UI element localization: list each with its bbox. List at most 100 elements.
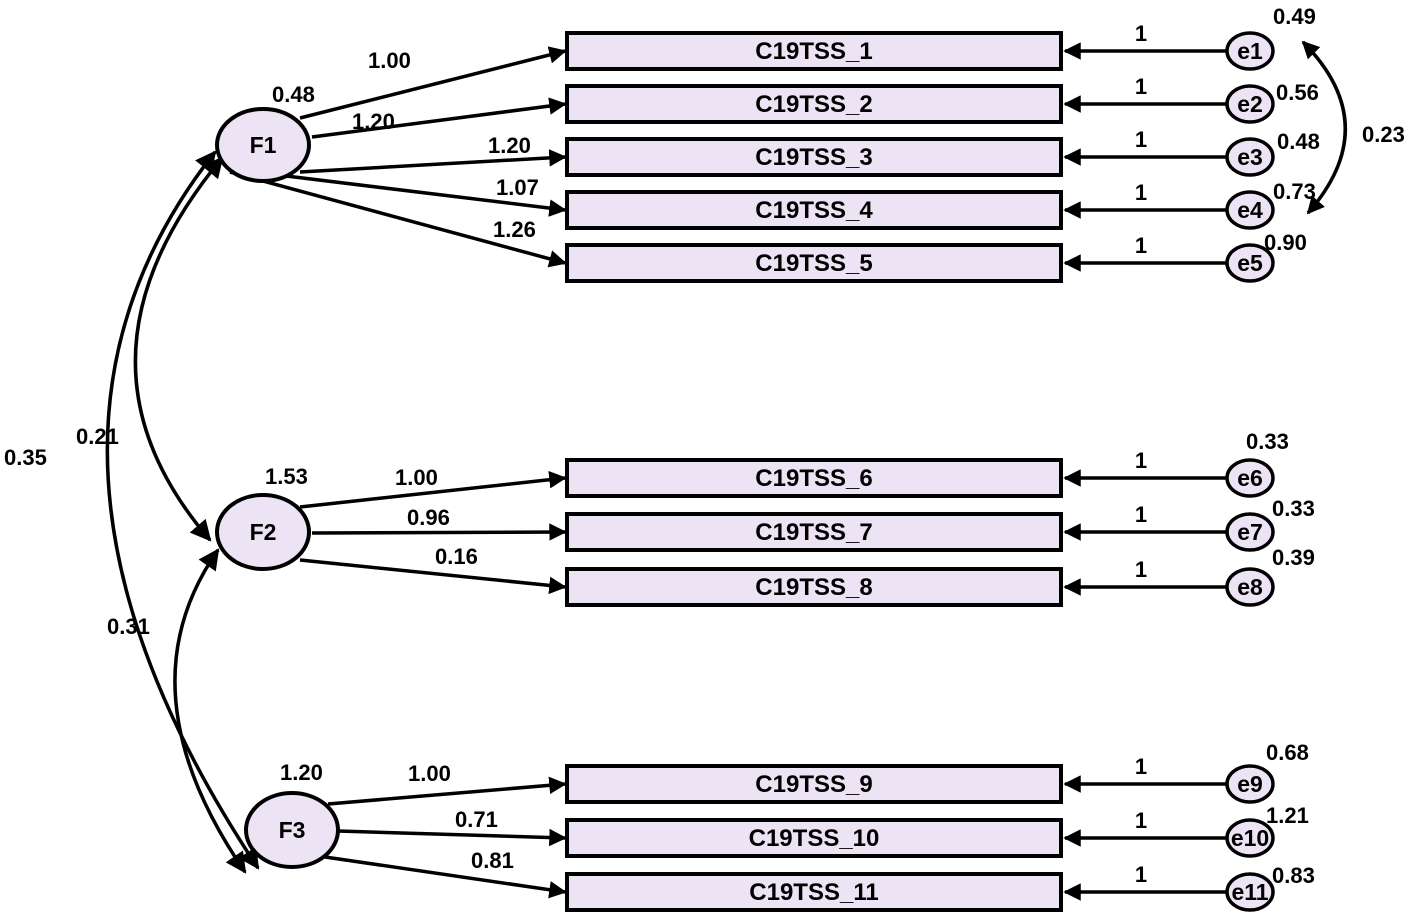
indicator-node: C19TSS_4 bbox=[565, 190, 1063, 230]
loading-label: 0.71 bbox=[455, 807, 498, 832]
indicator-node: C19TSS_10 bbox=[565, 818, 1063, 858]
error-label: e5 bbox=[1237, 250, 1263, 276]
loading-label: 1.20 bbox=[352, 109, 395, 134]
loading-path bbox=[299, 149, 567, 174]
error-variance-label: 0.49 bbox=[1273, 4, 1316, 29]
covariance-curve-f2-f3 bbox=[173, 548, 247, 874]
indicator-box bbox=[565, 567, 1063, 607]
indicator-node: C19TSS_2 bbox=[565, 84, 1063, 124]
indicator-node: C19TSS_9 bbox=[565, 764, 1063, 804]
error-path-label: 1 bbox=[1135, 502, 1147, 527]
indicator-box bbox=[565, 764, 1063, 804]
loading-label: 1.20 bbox=[488, 133, 531, 158]
paths-layer: 1.00 1 1.20 1 1.20 1 1.07 1 1.26 1 1.00 1 0.96 1 0.16 1… bbox=[229, 21, 1226, 901]
factor-node-f1: F1 0.48 bbox=[215, 82, 315, 183]
error-path-label: 1 bbox=[1135, 754, 1147, 779]
error-node: e10.49 bbox=[1225, 4, 1316, 71]
loading-label: 1.00 bbox=[368, 48, 411, 73]
indicator-box bbox=[565, 512, 1063, 552]
covariance-label-f1-f2: 0.21 bbox=[76, 424, 119, 449]
loading-path bbox=[299, 46, 567, 120]
indicator-node: C19TSS_1 bbox=[565, 31, 1063, 71]
covariance-curve-e1-e4 bbox=[1301, 40, 1347, 215]
loading-label: 0.96 bbox=[407, 505, 450, 530]
indicator-label: C19TSS_2 bbox=[755, 91, 872, 118]
error-label: e7 bbox=[1237, 519, 1263, 545]
error-label: e9 bbox=[1237, 771, 1263, 797]
error-ellipse bbox=[1225, 818, 1275, 858]
error-ellipse bbox=[1225, 137, 1275, 177]
error-path-label: 1 bbox=[1135, 74, 1147, 99]
factor-ellipse bbox=[244, 791, 340, 869]
loading-label: 0.81 bbox=[471, 848, 514, 873]
error-node: e90.68 bbox=[1225, 740, 1309, 804]
loading-label: 1.26 bbox=[493, 217, 536, 242]
loading-path bbox=[277, 173, 567, 217]
loading-path bbox=[299, 471, 567, 509]
factor-variance-label: 0.48 bbox=[272, 82, 315, 107]
indicator-label: C19TSS_3 bbox=[755, 144, 872, 171]
indicator-node: C19TSS_5 bbox=[565, 243, 1063, 283]
error-node: e50.90 bbox=[1225, 230, 1307, 283]
error-label: e11 bbox=[1231, 879, 1268, 905]
error-covariances: 0.23 bbox=[1301, 40, 1405, 215]
error-path-label: 1 bbox=[1135, 808, 1147, 833]
indicator-label: C19TSS_10 bbox=[749, 825, 880, 852]
loading-path bbox=[337, 828, 567, 847]
error-variance-label: 0.33 bbox=[1272, 496, 1315, 521]
covariance-label-e1-e4: 0.23 bbox=[1362, 122, 1405, 147]
covariance-label-f2-f3: 0.31 bbox=[107, 614, 150, 639]
error-ellipse bbox=[1225, 84, 1275, 124]
factor-ellipse bbox=[215, 107, 311, 183]
indicator-label: C19TSS_8 bbox=[755, 574, 872, 601]
error-node: e7 0.33 bbox=[1225, 496, 1315, 552]
error-node: e40.73 bbox=[1225, 179, 1316, 230]
indicator-box bbox=[565, 31, 1063, 71]
loading-path bbox=[324, 855, 567, 899]
error-node: e30.48 bbox=[1225, 129, 1320, 177]
indicator-box bbox=[565, 190, 1063, 230]
error-path-label: 1 bbox=[1135, 180, 1147, 205]
indicator-label: C19TSS_11 bbox=[749, 879, 878, 906]
error-ellipse bbox=[1225, 512, 1275, 552]
error-path-label: 1 bbox=[1135, 862, 1147, 887]
error-ellipse bbox=[1225, 31, 1275, 71]
indicator-box bbox=[565, 137, 1063, 177]
error-node: e80.39 bbox=[1225, 545, 1315, 607]
factor-node-f3: F3 1.20 bbox=[244, 760, 340, 869]
error-variance-label: 0.83 bbox=[1272, 863, 1315, 888]
loading-label: 1.07 bbox=[496, 175, 539, 200]
indicator-node: C19TSS_7 bbox=[565, 512, 1063, 552]
error-label: e6 bbox=[1237, 465, 1263, 491]
factor-variance-label: 1.20 bbox=[280, 760, 323, 785]
indicator-node: C19TSS_11 bbox=[565, 872, 1063, 912]
error-path-label: 1 bbox=[1135, 233, 1147, 258]
error-label: e2 bbox=[1237, 91, 1263, 117]
loading-label: 0.16 bbox=[435, 544, 478, 569]
error-variance-label: 0.68 bbox=[1266, 740, 1309, 765]
factor-label: F3 bbox=[279, 817, 306, 843]
error-variance-label: 1.21 bbox=[1266, 803, 1309, 828]
indicator-box bbox=[565, 458, 1063, 498]
indicator-label: C19TSS_4 bbox=[755, 197, 873, 224]
covariance-curve-f1-f2 bbox=[133, 156, 224, 542]
factor-label: F1 bbox=[250, 132, 277, 158]
factor-ellipse bbox=[215, 493, 311, 571]
error-path-label: 1 bbox=[1135, 448, 1147, 473]
error-ellipse bbox=[1225, 872, 1275, 912]
indicator-box bbox=[565, 818, 1063, 858]
error-variance-label: 0.33 bbox=[1246, 429, 1289, 454]
error-label: e8 bbox=[1237, 574, 1263, 600]
error-ellipse bbox=[1225, 764, 1275, 804]
indicator-label: C19TSS_6 bbox=[755, 465, 872, 492]
loading-label: 1.00 bbox=[395, 465, 438, 490]
covariance-curve-f1-f3 bbox=[105, 150, 260, 870]
factor-covariances: 0.35 0.21 0.31 bbox=[4, 150, 260, 874]
covariance-label-f1-f3: 0.35 bbox=[4, 445, 47, 470]
factor-variance-label: 1.53 bbox=[265, 464, 308, 489]
error-ellipse bbox=[1225, 190, 1275, 230]
